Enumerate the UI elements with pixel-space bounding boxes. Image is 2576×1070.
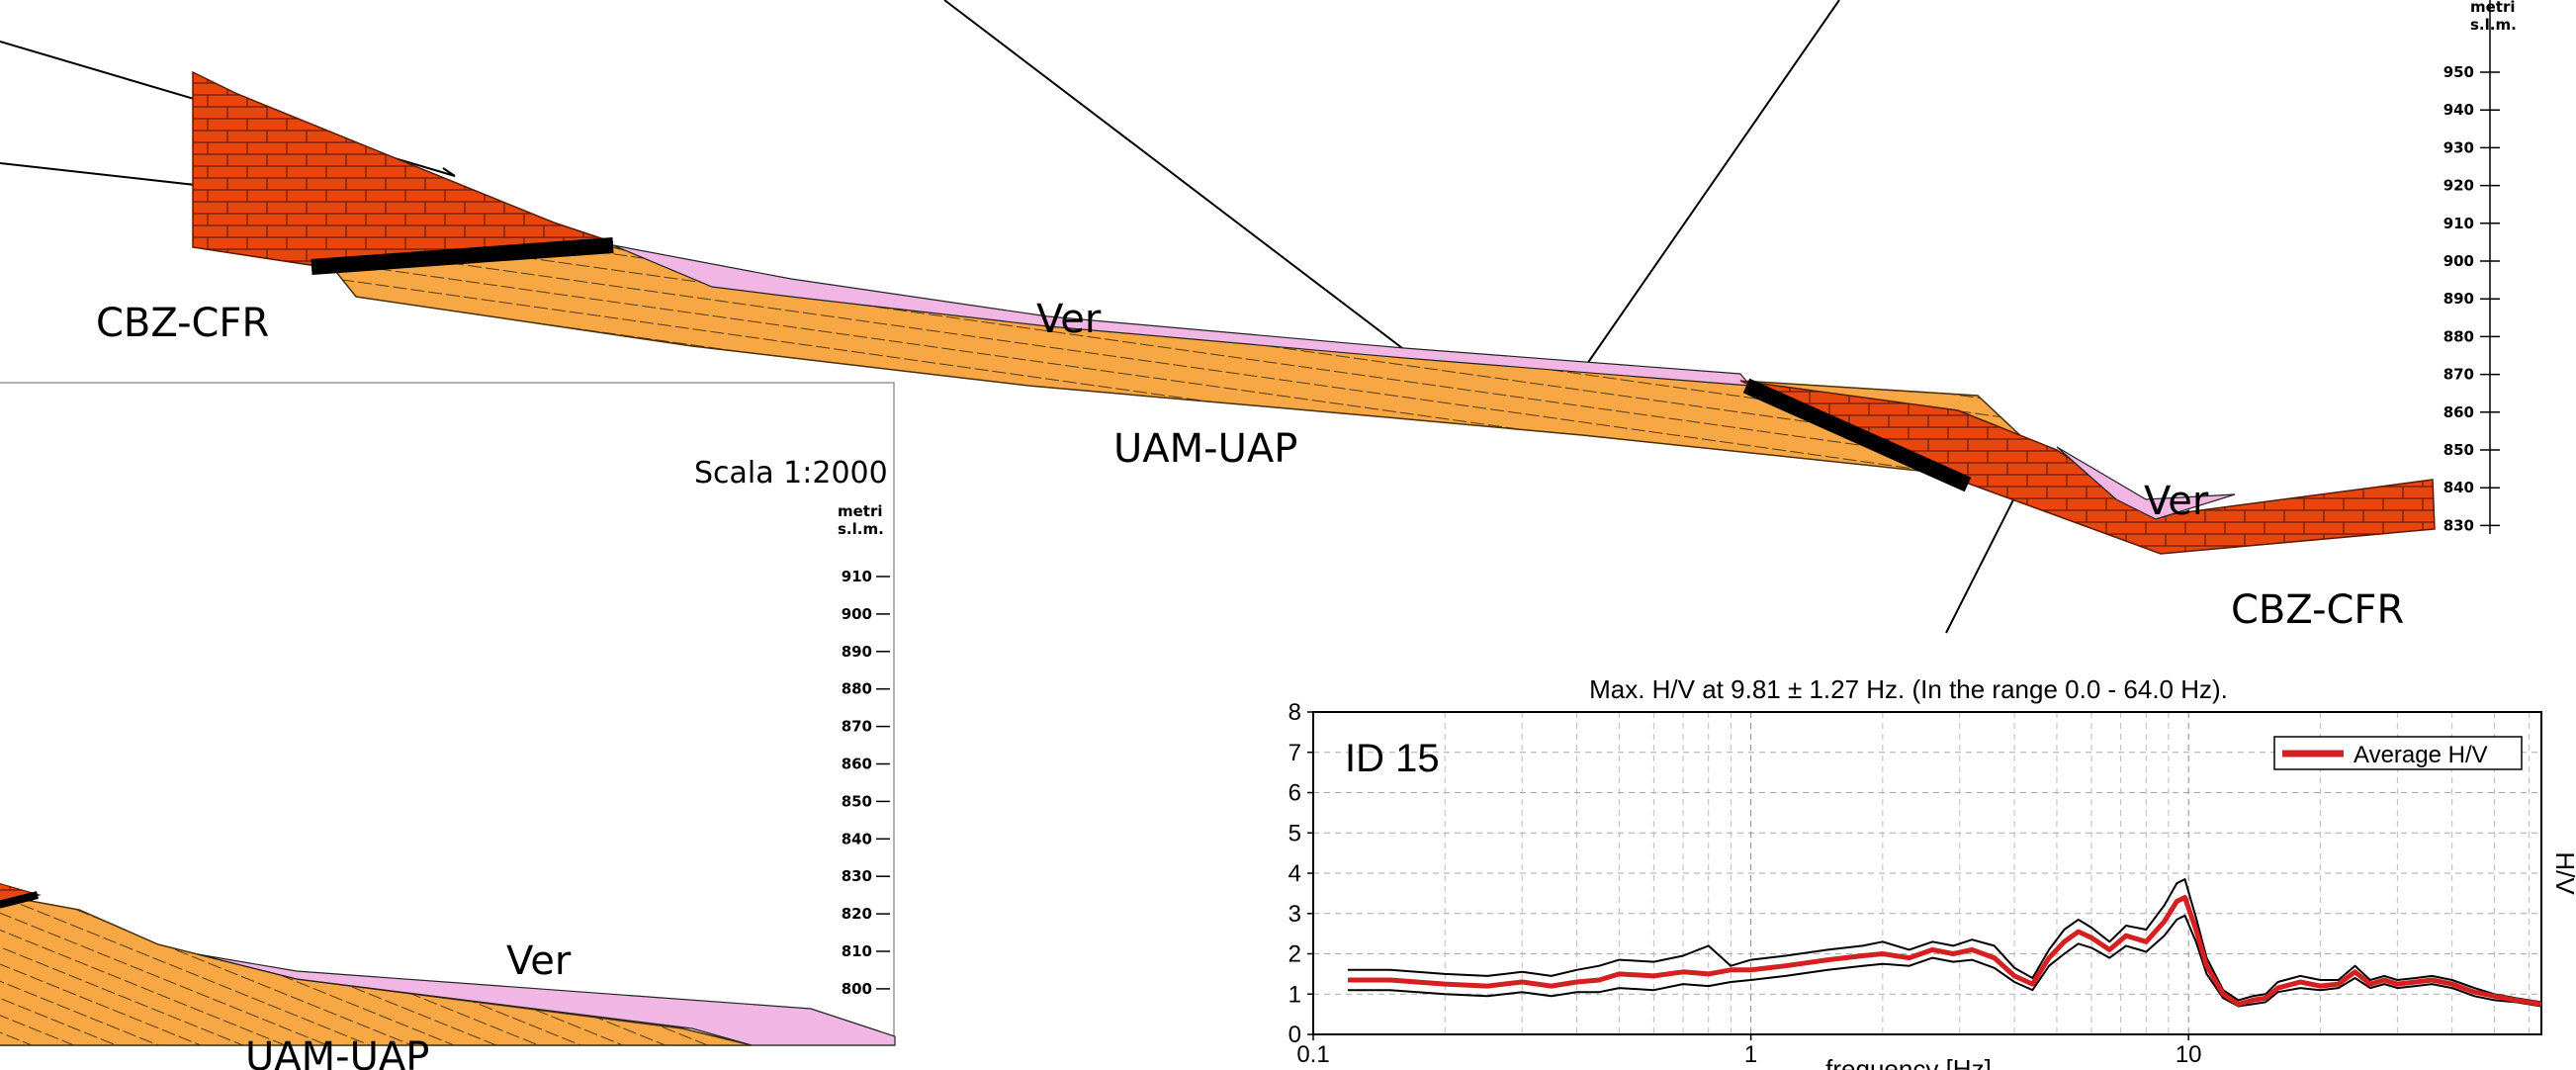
scale-tick-label: 860: [2443, 403, 2474, 421]
scale-tick-label: 900: [2443, 252, 2474, 270]
y-tick-label: 2: [1288, 941, 1301, 968]
x-tick-label: 0.1: [1296, 1041, 1329, 1068]
scale-tick-label: 880: [842, 680, 872, 698]
y-tick-label: 3: [1288, 901, 1301, 928]
y-tick-label: 7: [1288, 740, 1301, 766]
x-tick-label: 10: [2176, 1041, 2202, 1068]
scale-tick-label: 910: [842, 568, 872, 585]
scale-tick-label: 890: [2443, 290, 2474, 308]
scale-tick-label: 800: [842, 980, 872, 998]
scale-tick-label: 840: [842, 830, 872, 847]
scale-tick-label: 900: [842, 605, 872, 623]
scale-tick-label: 950: [2443, 63, 2474, 81]
unit-label-cbz-right: CBZ-CFR: [2231, 587, 2404, 633]
legend: Average H/V: [2273, 736, 2523, 770]
y-tick-label: 5: [1288, 820, 1301, 847]
chart-title: Max. H/V at 9.81 ± 1.27 Hz. (In the rang…: [1589, 674, 2228, 704]
elevation-scale-inset: metri s.l.m. 910 900 890 880 870 860 850 840 830…: [838, 502, 890, 998]
unit-label-ver-inset: Ver: [506, 938, 572, 984]
scale-tick-label: 830: [842, 867, 872, 885]
series-upper-bound: [1348, 878, 2542, 1004]
x-axis-label: frequency [Hz]: [1825, 1054, 1992, 1070]
scale-tick-label: 810: [842, 942, 872, 960]
unit-label-uam-inset: UAM-UAP: [245, 1034, 429, 1070]
scale-tick-label: 870: [2443, 366, 2474, 384]
scale-tick-label: 850: [2443, 441, 2474, 459]
y-tick-label: 0: [1288, 1022, 1301, 1048]
chart-id-label: ID 15: [1345, 737, 1440, 780]
ver-layer-inset: [197, 953, 896, 1046]
scale-tick-label: 820: [842, 905, 872, 923]
units-label: s.l.m.: [838, 520, 884, 538]
hv-chart: Max. H/V at 9.81 ± 1.27 Hz. (In the rang…: [1231, 665, 2576, 1070]
unit-label-ver-mid: Ver: [1036, 297, 1102, 342]
scale-tick-label: 840: [2443, 479, 2474, 496]
scale-tick-label: 910: [2443, 215, 2474, 232]
units-label: metri: [2470, 0, 2516, 16]
scale-tick-label: 870: [842, 718, 872, 736]
scale-tick-label: 930: [2443, 138, 2474, 156]
scale-tick-label: 860: [842, 756, 872, 773]
scale-tick-label: 940: [2443, 101, 2474, 119]
units-label: metri: [838, 502, 883, 520]
scale-tick-label: 890: [842, 643, 872, 661]
top-section: CBZ-CFR Ver UAM-UAP Ver CBZ-CFR metri s.…: [0, 0, 2517, 634]
scale-label: Scala 1:2000: [694, 456, 888, 490]
chart-background: [1231, 665, 2576, 1070]
series-average-hv: [1348, 895, 2542, 1007]
legend-label: Average H/V: [2354, 742, 2488, 768]
units-label: s.l.m.: [2470, 16, 2517, 34]
scale-tick-label: 920: [2443, 177, 2474, 195]
scale-tick-label: 880: [2443, 327, 2474, 345]
y-axis-label: H/V: [2550, 851, 2576, 895]
y-tick-label: 4: [1288, 860, 1301, 887]
unit-label-uam: UAM-UAP: [1113, 426, 1297, 472]
limestone-unit-left: [192, 70, 614, 273]
x-tick-label: 1: [1744, 1041, 1757, 1068]
y-tick-label: 1: [1288, 981, 1301, 1008]
clay-unit-inset: [0, 894, 753, 1046]
fault-bar-right: [1742, 378, 1972, 492]
pointer-line: [943, 0, 1403, 349]
ver-layer-right: [2056, 446, 2236, 520]
series-lower-bound: [1348, 914, 2542, 1008]
scale-tick-label: 850: [842, 792, 872, 810]
pointer-line: [1579, 0, 1840, 375]
unit-label-ver-right: Ver: [2144, 479, 2209, 524]
elevation-scale-top: metri s.l.m. 950 940 930 920 910 900 890 880 870…: [2443, 0, 2517, 534]
scale-tick-label: 830: [2443, 516, 2474, 534]
fault-bar-left: [311, 237, 614, 275]
y-tick-label: 6: [1288, 780, 1301, 807]
unit-label-cbz-left: CBZ-CFR: [96, 301, 269, 346]
inset-section: Scala 1:2000 Ver UAM-UAP metri s.l.m. 91…: [0, 382, 896, 1070]
y-tick-label: 8: [1288, 699, 1301, 726]
